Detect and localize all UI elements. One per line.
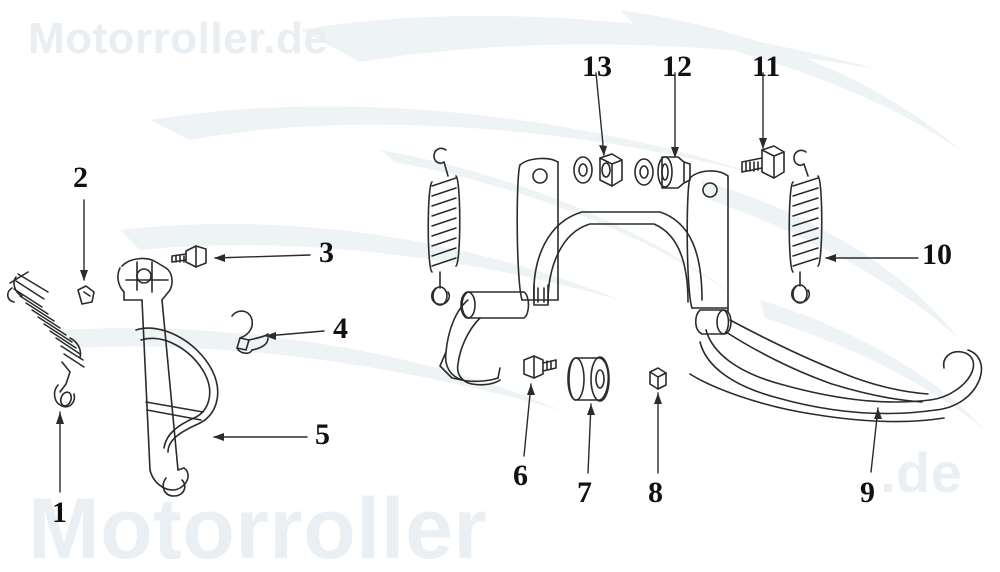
callout-12[interactable]: 12 — [662, 50, 692, 83]
callout-8[interactable]: 8 — [648, 476, 663, 509]
callout-5[interactable]: 5 — [315, 418, 330, 451]
part-8-nut — [649, 367, 667, 390]
part-7-rubber-pad — [567, 356, 610, 402]
watermark-top: Motorroller.de — [28, 14, 329, 63]
part-4-stopper — [231, 310, 269, 354]
callout-9[interactable]: 9 — [860, 476, 875, 509]
part-12-bushing — [634, 156, 691, 189]
leader-arrowheads — [56, 138, 882, 441]
part-10-spring — [788, 149, 823, 304]
callout-11[interactable]: 11 — [752, 50, 781, 83]
part-11-bolt — [741, 145, 785, 179]
watermark-bottom: Motorroller — [28, 481, 488, 572]
part-13-nut-washer — [573, 153, 623, 187]
part-3-bolt — [171, 245, 207, 268]
part-9-center-stand — [439, 157, 983, 423]
center-stand-spring-left — [427, 147, 461, 306]
watermark-corner: .de — [880, 441, 963, 504]
part-2-clip — [77, 285, 95, 305]
callout-4[interactable]: 4 — [333, 312, 348, 345]
callout-13[interactable]: 13 — [582, 50, 612, 83]
callout-1[interactable]: 1 — [52, 496, 67, 529]
callout-3[interactable]: 3 — [319, 236, 334, 269]
part-5-side-stand — [117, 257, 219, 497]
callout-2[interactable]: 2 — [73, 161, 88, 194]
leader-lines — [59, 72, 919, 493]
part-6-bolt — [523, 355, 557, 379]
callout-10[interactable]: 10 — [922, 238, 952, 271]
callout-6[interactable]: 6 — [513, 459, 528, 492]
part-1-spring — [6, 271, 85, 408]
callout-7[interactable]: 7 — [577, 476, 592, 509]
